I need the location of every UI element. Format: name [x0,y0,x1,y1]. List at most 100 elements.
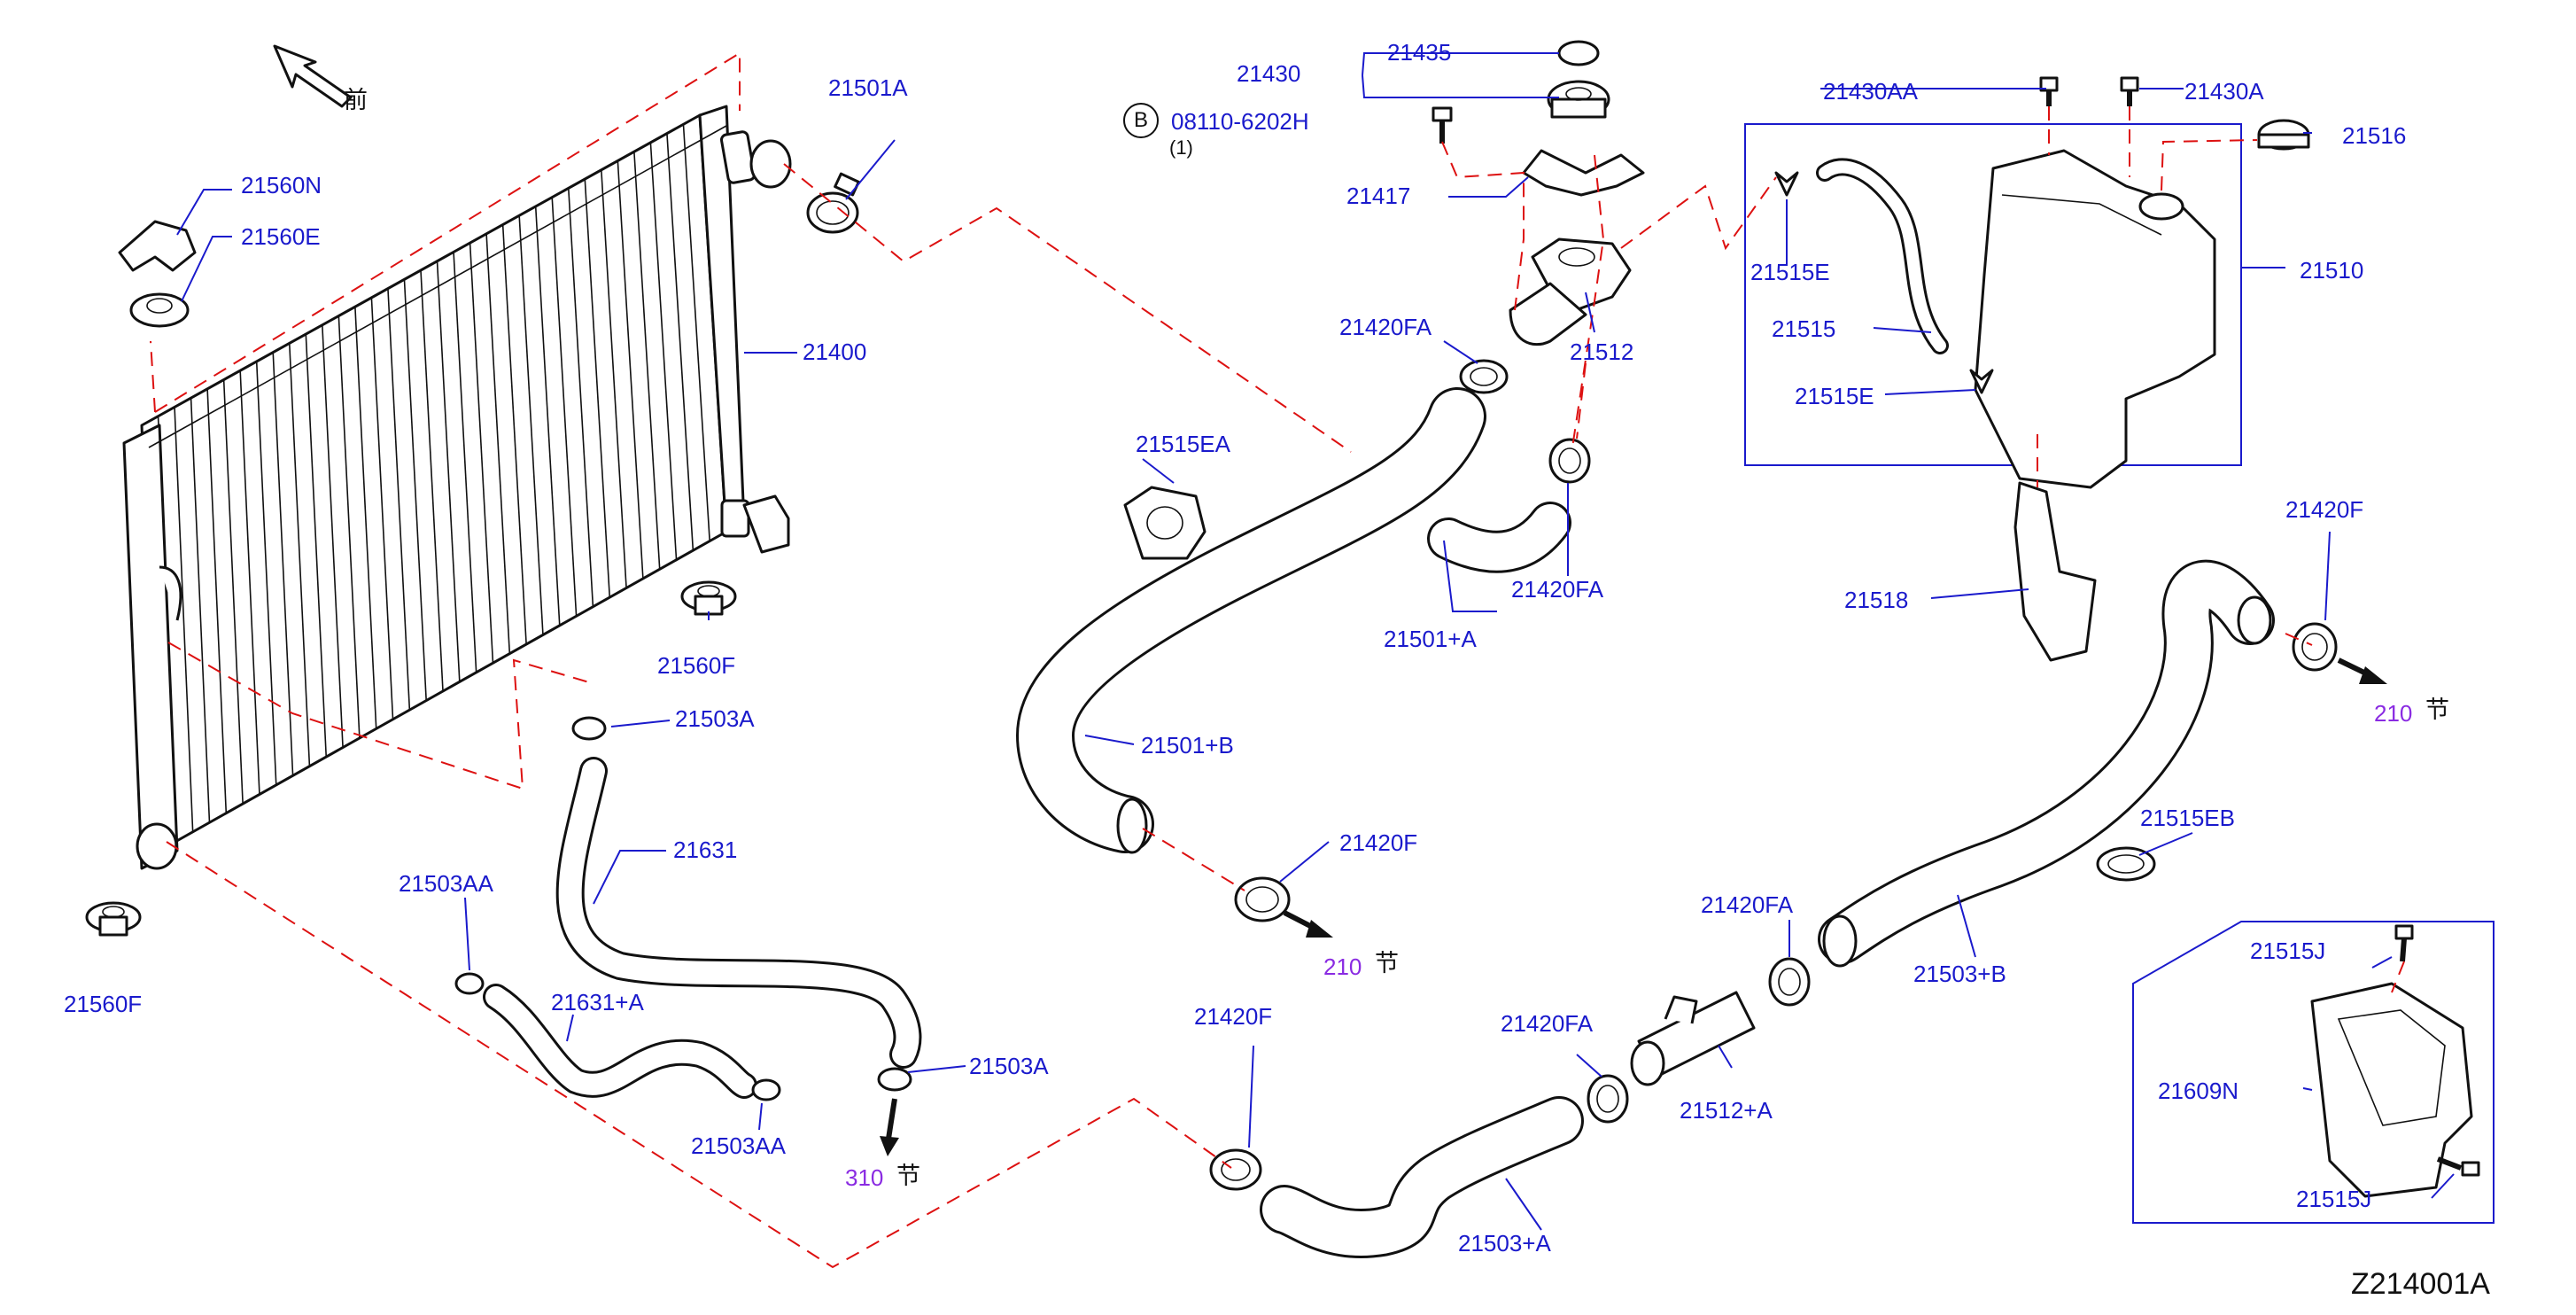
radiator-fin [272,352,294,776]
clamp-21420FA-lower-right [1768,957,1811,1007]
label-21430AA[interactable]: 21430AA [1823,78,1918,105]
label-21512[interactable]: 21512 [1570,338,1634,365]
label-21503-plus-A[interactable]: 21503+A [1458,1230,1551,1257]
label-21515[interactable]: 21515 [1772,315,1836,342]
radiator-fin [453,252,477,673]
section-ref-210-center[interactable]: 210 [1323,953,1362,980]
bolt-ref-part[interactable]: 08110-6202H [1171,108,1309,135]
clamp-21420FA-upper [1459,359,1509,394]
radiator-fin [584,179,611,598]
radiator-fin [322,324,344,748]
label-21435[interactable]: 21435 [1387,39,1452,66]
radiator-fin [682,124,710,541]
label-21518[interactable]: 21518 [1844,587,1909,613]
cap-21516 [2257,119,2310,151]
label-21501-plus-B[interactable]: 21501+B [1141,732,1234,759]
reservoir-tank-21510 [1974,149,2216,489]
label-21515J-lower[interactable]: 21515J [2296,1186,2372,1212]
clamp-21503A-bottom [877,1067,912,1092]
clamp-21420F-center [1234,876,1291,922]
alignment-lines [150,51,2405,1269]
label-21560N[interactable]: 21560N [241,172,322,198]
radiator-fin [239,370,260,795]
radiator-fin [338,315,361,738]
radiator-fin [601,169,627,588]
shroud-21609N [2310,982,2473,1198]
label-21515E-lower[interactable]: 21515E [1795,383,1874,409]
radiator-fin [485,233,511,654]
clamp-21503AA-bottom [751,1078,781,1101]
section-mark-210-right: 节 [2425,696,2449,724]
section-ref-310[interactable]: 310 [845,1164,884,1191]
radiator-fin [633,152,661,570]
radiator-core [122,105,792,870]
label-21510[interactable]: 21510 [2300,257,2364,284]
label-21501-plus-A[interactable]: 21501+A [1384,626,1477,652]
shroud-group-box [2132,921,2495,1224]
clamp-21420F-lower [1209,1148,1262,1191]
clip-21515E-upper [1774,171,1799,197]
label-21512-plus-A[interactable]: 21512+A [1680,1097,1773,1124]
label-21420FA-lower-right[interactable]: 21420FA [1701,891,1794,918]
label-21420F-right[interactable]: 21420F [2285,496,2364,523]
reservoir-group-box [1744,123,2242,466]
hose-21503-plus-A [1260,1096,1584,1258]
label-21609N[interactable]: 21609N [2158,1078,2239,1104]
arrow-to-210-right [2337,658,2387,684]
label-21503AA-bottom[interactable]: 21503AA [691,1132,786,1159]
label-21420F-center[interactable]: 21420F [1339,829,1418,856]
radiator-fin [305,334,328,758]
label-21515EB[interactable]: 21515EB [2140,805,2235,831]
label-21515E-upper[interactable]: 21515E [1750,259,1830,285]
label-21420F-lower[interactable]: 21420F [1194,1003,1273,1030]
filler-neck-21512 [1509,237,1632,346]
section-ref-210-right[interactable]: 210 [2374,700,2413,727]
label-21430[interactable]: 21430 [1237,60,1301,87]
label-21515EA[interactable]: 21515EA [1136,431,1230,457]
hose-21631-plus-A [483,984,757,1099]
label-21631-plus-A[interactable]: 21631+A [551,989,644,1015]
label-21560E[interactable]: 21560E [241,223,321,250]
radiator-fin [617,160,644,579]
bolt-08110-6202H [1432,106,1453,144]
label-21430A[interactable]: 21430A [2184,78,2264,105]
bolt-ref-qty: (1) [1169,136,1193,159]
radiator-fin [255,361,277,785]
radiator-fin [403,279,427,701]
radiator-fin [551,197,578,617]
bracket-21515EA [1123,486,1207,560]
hose-21501-plus-B [1015,387,1486,854]
grommet-21560F-bottom [85,901,142,937]
label-21400[interactable]: 21400 [803,338,867,365]
clamp-21515EB [2096,846,2156,882]
clamp-21503A-top [571,716,607,741]
label-21560F-bottom[interactable]: 21560F [64,991,143,1017]
radiator-fin [666,133,694,551]
radiator-fin [501,224,527,645]
label-21501A[interactable]: 21501A [828,74,908,101]
label-21515J-upper[interactable]: 21515J [2250,938,2326,964]
label-21631[interactable]: 21631 [673,836,738,863]
clamp-21420F-right [2292,622,2338,672]
label-21420FA-lower[interactable]: 21420FA [1501,1010,1594,1037]
hose-21503-plus-B [1818,559,2275,968]
diagram-code: Z214001A [2351,1267,2490,1301]
label-21503A-bottom[interactable]: 21503A [969,1053,1049,1079]
bracket-21417 [1522,149,1645,197]
label-21420FA-upper[interactable]: 21420FA [1339,314,1432,340]
label-21503AA-top[interactable]: 21503AA [399,870,493,897]
bolt-21515J-upper [2394,924,2414,962]
bracket-21560N [118,220,197,272]
label-21516[interactable]: 21516 [2342,122,2407,149]
clip-21515E-lower [1969,369,1994,394]
bolt-21515J-lower [2436,1156,2480,1177]
label-21503-plus-B[interactable]: 21503+B [1913,961,2006,987]
front-mark: 前 [344,87,368,114]
grommet-21560F-top [680,580,737,616]
label-21503A-top[interactable]: 21503A [675,705,755,732]
radiator-fin [518,215,544,635]
clamp-21420FA-mid [1548,438,1591,484]
label-21417[interactable]: 21417 [1346,183,1411,209]
label-21560F-top[interactable]: 21560F [657,652,736,679]
label-21420FA-mid[interactable]: 21420FA [1511,576,1604,603]
